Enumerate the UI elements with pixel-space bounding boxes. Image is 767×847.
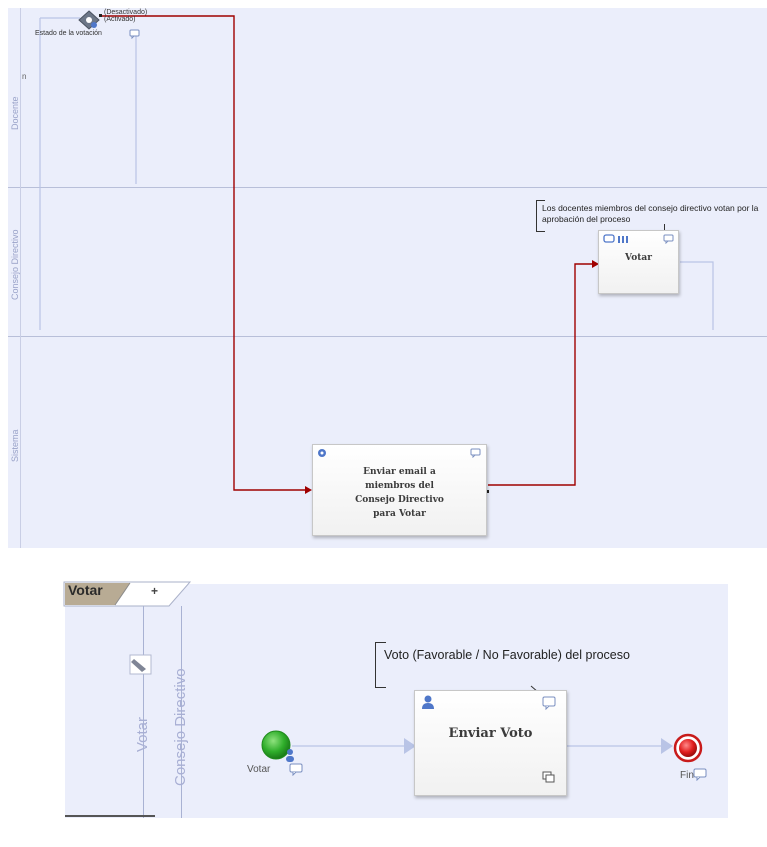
comment-icon[interactable] [470, 448, 482, 458]
comment-icon[interactable] [129, 29, 141, 39]
comment-icon[interactable] [663, 234, 675, 244]
top-connectors [39, 14, 714, 494]
task-enviar-voto-label: Enviar Voto [448, 726, 533, 741]
branch-label-activado: (Activado) [104, 16, 136, 23]
pool-icon [129, 654, 152, 675]
lane-divider-1 [8, 187, 767, 188]
task-type-icon [603, 234, 628, 243]
annotation-link [664, 224, 665, 232]
flow-desactivado [101, 15, 306, 491]
subprocess-tab[interactable] [63, 581, 191, 607]
subprocess-marker-icon [542, 771, 555, 783]
annotation-voto: Voto (Favorable / No Favorable) del proc… [384, 648, 630, 662]
task-enviar-voto[interactable]: Enviar Voto [414, 690, 567, 796]
flow-email-to-votar [488, 263, 594, 486]
annotation-bracket [536, 200, 545, 232]
task-votar[interactable]: Votar [598, 230, 679, 294]
gateway-label: Estado de la votación [35, 30, 102, 37]
end-event-label: Fin [680, 770, 694, 781]
task-email-label: Enviar email a miembros del Consejo Dire… [355, 467, 444, 519]
arrowhead-email [305, 486, 312, 494]
connector-votar-out [680, 261, 714, 330]
tab-add-button[interactable]: + [151, 584, 159, 598]
pool-divider [143, 606, 144, 818]
user-icon [422, 695, 434, 709]
stray-text: n [22, 72, 27, 81]
gear-icon [318, 449, 326, 457]
lane-divider-2 [8, 336, 767, 337]
comment-icon[interactable] [542, 696, 558, 710]
arrowhead-votar [592, 260, 599, 268]
branch-label-desactivado: (Desactivado) [104, 9, 148, 16]
comment-icon[interactable] [693, 768, 709, 781]
task-votar-label: Votar [625, 253, 652, 263]
comment-icon[interactable] [289, 763, 305, 776]
tab-votar[interactable]: Votar [68, 582, 103, 598]
annotation-docentes: Los docentes miembros del consejo direct… [542, 203, 759, 224]
annotation-bracket-bottom [375, 642, 386, 688]
start-event-icon[interactable] [261, 730, 297, 764]
task-enviar-email[interactable]: Enviar email a miembros del Consejo Dire… [312, 444, 487, 536]
canvas-bottom-line [65, 815, 155, 817]
lane-divider [181, 606, 182, 818]
start-event-label: Votar [247, 764, 271, 775]
end-event-icon[interactable] [673, 733, 703, 763]
gateway-diamond-icon[interactable] [78, 10, 100, 30]
bottom-diagram-canvas [65, 584, 728, 818]
lane-header-border [20, 8, 21, 548]
